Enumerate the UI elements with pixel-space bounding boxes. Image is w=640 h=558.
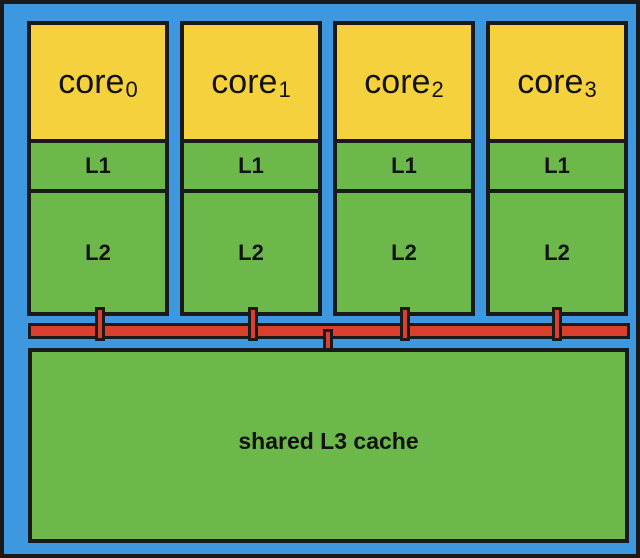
core-0-l2-cache: L2	[31, 193, 165, 312]
core-3-l2-label: L2	[544, 239, 570, 265]
core-2-l1-label: L1	[391, 153, 417, 178]
core-3-name: core	[517, 63, 584, 101]
core-2-name: core	[364, 63, 431, 101]
core-1-l1-label: L1	[238, 153, 264, 178]
core-3-index: 3	[584, 77, 597, 102]
core-1-name: core	[211, 63, 278, 101]
core-1-bus-link	[248, 307, 258, 341]
core-0-l2-label: L2	[85, 239, 111, 265]
core-2-bus-link	[400, 307, 410, 341]
core-2-l1-cache: L1	[337, 143, 471, 193]
l3-cache-label: shared L3 cache	[238, 428, 419, 454]
core-3-l2-cache: L2	[490, 193, 624, 312]
core-3-l1-cache: L1	[490, 143, 624, 193]
core-1-l2-label: L2	[238, 239, 264, 265]
shared-l3-cache: shared L3 cache	[28, 348, 629, 543]
core-3-l1-label: L1	[544, 153, 570, 178]
core-0-l1-label: L1	[85, 153, 111, 178]
core-0-l1-cache: L1	[31, 143, 165, 193]
core-0-name: core	[58, 63, 125, 101]
core-1-index: 1	[278, 77, 291, 102]
core-2-index: 2	[431, 77, 444, 102]
core-2-l2-cache: L2	[337, 193, 471, 312]
core-0-bus-link	[95, 307, 105, 341]
core-2-l2-label: L2	[391, 239, 417, 265]
core-1-l2-cache: L2	[184, 193, 318, 312]
core-3-bus-link	[552, 307, 562, 341]
core-1-l1-cache: L1	[184, 143, 318, 193]
core-0-index: 0	[125, 77, 138, 102]
